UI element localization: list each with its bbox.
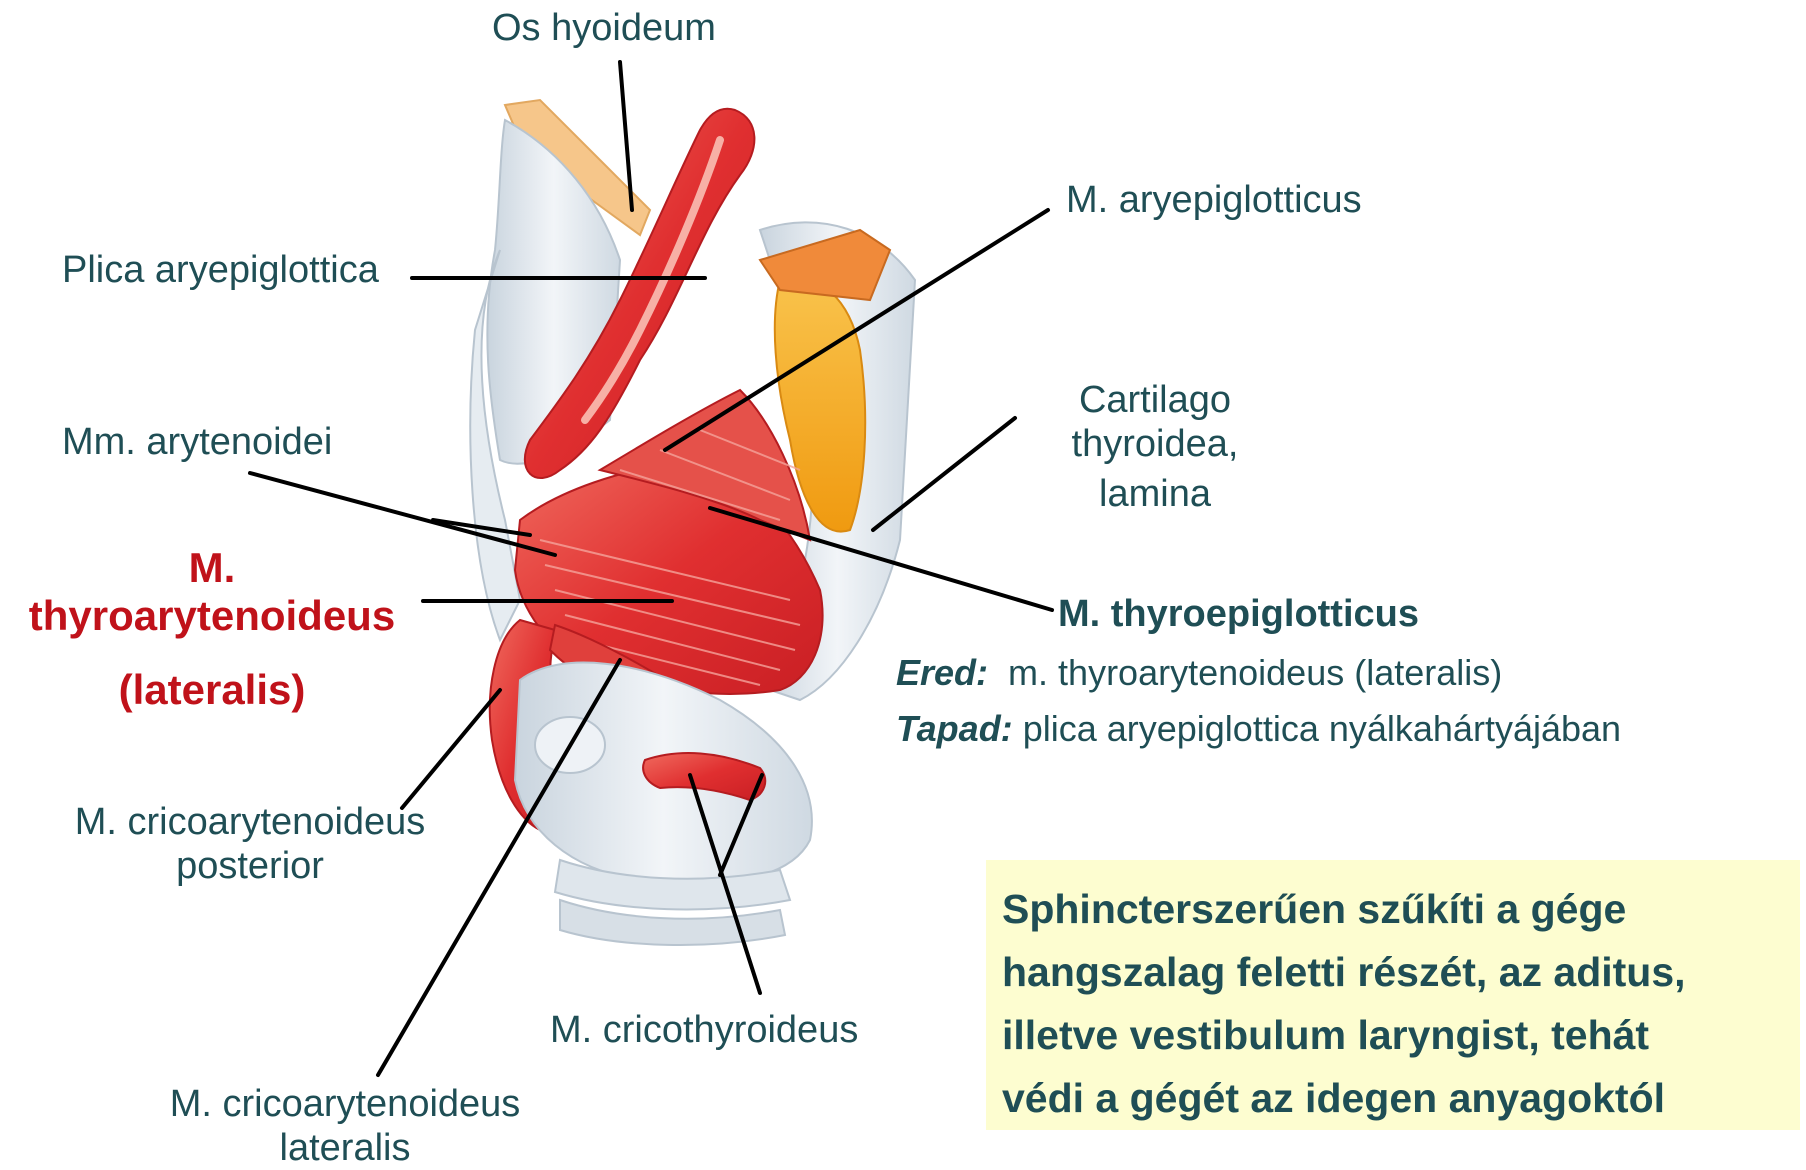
cartilago-line-3: lamina [1050, 472, 1260, 516]
insertion-label: Tapad: [896, 708, 1013, 749]
cartilago-line-2: thyroidea, [1050, 422, 1260, 466]
label-m-aryepiglotticus: M. aryepiglotticus [1066, 178, 1362, 222]
thyroaryt-line-3: (lateralis) [0, 666, 424, 714]
note-line-4: védi a gégét az idegen anyagoktól [1002, 1067, 1786, 1130]
label-mm-arytenoidei: Mm. arytenoidei [62, 420, 332, 464]
note-line-1: Sphincterszerűen szűkíti a gége [1002, 878, 1786, 941]
insertion-text: plica aryepiglottica nyálkahártyájában [1023, 708, 1621, 749]
origin-line: Ered: m. thyroarytenoideus (lateralis) [896, 652, 1502, 694]
thyroaryt-line-1: M. [0, 544, 424, 592]
cal-line-1: M. cricoarytenoideus [135, 1082, 555, 1126]
note-line-3: illetve vestibulum laryngist, tehát [1002, 1004, 1786, 1067]
leader-mm-arytenoidei-a [250, 473, 555, 555]
origin-text: m. thyroarytenoideus (lateralis) [1008, 652, 1502, 693]
label-m-cricothyroideus: M. cricothyroideus [550, 1008, 858, 1052]
cartilago-line-1: Cartilago [1050, 378, 1260, 422]
label-m-thyroepiglotticus: M. thyroepiglotticus [1058, 592, 1419, 636]
thyroaryt-line-2: thyroarytenoideus [0, 592, 424, 640]
label-cartilago-thyroidea: Cartilago thyroidea, lamina [1050, 378, 1260, 516]
note-line-2: hangszalag feletti részét, az aditus, [1002, 941, 1786, 1004]
function-note-box: Sphincterszerűen szűkíti a gége hangszal… [986, 860, 1800, 1130]
label-m-cricoarytenoideus-lateralis: M. cricoarytenoideus lateralis [135, 1082, 555, 1170]
label-m-cricoarytenoideus-posterior: M. cricoarytenoideus posterior [40, 800, 460, 888]
cap-line-1: M. cricoarytenoideus [40, 800, 460, 844]
label-os-hyoideum: Os hyoideum [492, 6, 716, 50]
label-plica-aryepiglottica: Plica aryepiglottica [62, 248, 379, 292]
cal-line-2: lateralis [135, 1126, 555, 1170]
insertion-line: Tapad: plica aryepiglottica nyálkahártyá… [896, 708, 1621, 750]
label-m-thyroarytenoideus: M. thyroarytenoideus (lateralis) [0, 544, 424, 714]
origin-label: Ered: [896, 652, 988, 693]
cap-line-2: posterior [40, 844, 460, 888]
